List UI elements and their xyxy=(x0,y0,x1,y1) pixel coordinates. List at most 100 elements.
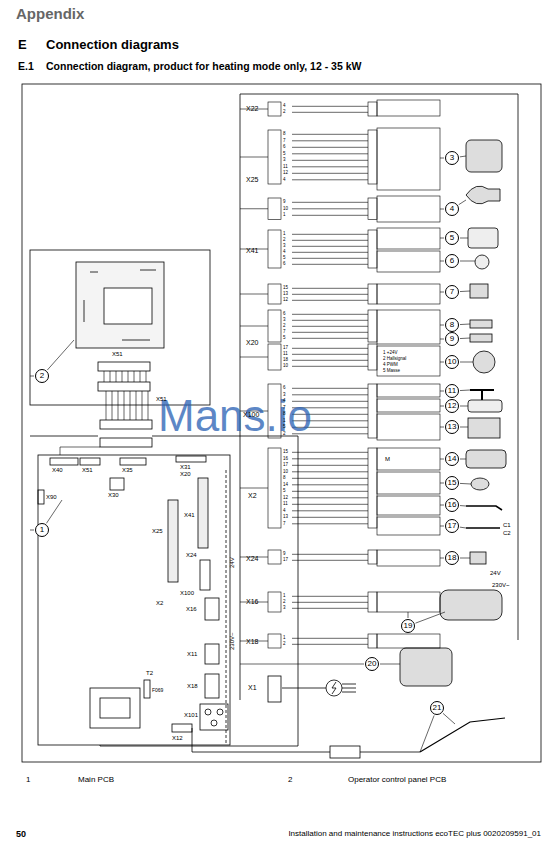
footer-text: Installation and maintenance instruction… xyxy=(288,830,541,838)
pin-number: 3 xyxy=(283,244,286,249)
ribbon-strand xyxy=(104,371,105,382)
connector-name: X24 xyxy=(186,552,197,558)
wire xyxy=(292,166,368,167)
harness-group xyxy=(377,414,440,440)
callout-circle: 8 xyxy=(445,318,459,332)
ribbon-plug xyxy=(100,420,152,429)
wire xyxy=(292,179,368,180)
callout-number: 13 xyxy=(448,423,457,431)
pin-number: 16 xyxy=(283,457,288,462)
connector-name: X100 xyxy=(243,411,259,418)
pcb-connector xyxy=(120,458,146,465)
pin-number: 5 xyxy=(283,489,286,494)
wire xyxy=(292,234,368,235)
pcb-connector xyxy=(205,598,219,620)
connector-plug xyxy=(268,102,281,116)
harness-group xyxy=(377,384,440,397)
leader-line xyxy=(460,459,466,460)
voltage-label: 230V~ xyxy=(229,632,235,650)
connector-name: X31 xyxy=(180,464,191,470)
relay xyxy=(470,284,488,298)
wire xyxy=(292,338,368,339)
mains-terminal xyxy=(200,704,228,730)
pin-number: 7 xyxy=(283,139,286,144)
feed-line xyxy=(440,238,444,239)
pin-number: 14 xyxy=(283,483,288,488)
sensor xyxy=(470,320,492,328)
figure-number: E.1 xyxy=(18,61,34,72)
wire xyxy=(292,458,368,459)
wire xyxy=(292,388,368,389)
sensor-tag: C2 xyxy=(503,530,511,536)
ribbon-strand xyxy=(128,371,129,382)
ribbon-strand xyxy=(140,371,141,382)
pin-number: 1 xyxy=(283,232,286,237)
pin-number: 11 xyxy=(283,352,288,357)
sensor-cable xyxy=(466,506,502,510)
heating-pump xyxy=(440,590,502,620)
connector-plug xyxy=(268,310,281,342)
wire xyxy=(292,504,368,505)
connector-name: X35 xyxy=(122,467,133,473)
page-number: 50 xyxy=(16,830,26,839)
pin-number: 3 xyxy=(283,393,286,398)
connector-plug xyxy=(368,310,377,342)
key-text: Operator control panel PCB xyxy=(348,776,446,784)
pin-number: 6 xyxy=(283,312,286,317)
connector-name: X1 xyxy=(248,684,257,691)
callout-circle: 4 xyxy=(445,202,459,216)
wire xyxy=(292,348,368,349)
callout-circle: 12 xyxy=(445,399,459,413)
harness-group xyxy=(377,251,440,272)
lightning-symbol xyxy=(332,682,336,694)
wire xyxy=(292,252,368,253)
feed-line xyxy=(420,715,434,752)
callout-circle: 21 xyxy=(430,701,444,715)
connector-name: X51 xyxy=(156,396,167,402)
pin-number: 11 xyxy=(283,502,288,507)
wire xyxy=(292,471,368,472)
wire xyxy=(292,314,368,315)
fan-pin-name: 4 PWM xyxy=(383,363,398,368)
fan-pin-name: 2 Hallsignal xyxy=(383,357,406,362)
harness-group xyxy=(377,496,440,515)
connector-plug xyxy=(268,198,281,220)
wire xyxy=(292,478,368,479)
mains-symbol xyxy=(326,680,342,696)
callout-circle: 17 xyxy=(445,519,459,533)
callout-number: 18 xyxy=(448,554,457,562)
voltage-divider-line xyxy=(226,470,227,745)
wire xyxy=(292,320,368,321)
pcb-connector xyxy=(172,724,192,732)
feed-line xyxy=(440,292,444,293)
callout-circle: 3 xyxy=(445,151,459,165)
pin-number: 8 xyxy=(283,476,286,481)
wire xyxy=(292,240,368,241)
pin-number: 17 xyxy=(283,346,288,351)
wire xyxy=(292,326,368,327)
pin-number: 2 xyxy=(283,432,286,437)
wire xyxy=(292,140,368,141)
callout-number: 15 xyxy=(448,479,457,487)
connector-name: X41 xyxy=(246,247,258,254)
diagram-frame xyxy=(22,84,541,762)
wire xyxy=(292,452,368,453)
callout-circle: 9 xyxy=(445,332,459,346)
pin-number: 6 xyxy=(283,386,286,391)
connector-plug xyxy=(368,384,377,438)
connector-plug xyxy=(368,230,377,268)
ribbon-strand xyxy=(110,371,111,382)
connector-name: X30 xyxy=(108,492,119,498)
feed-line xyxy=(440,362,444,363)
ignition-electrode xyxy=(420,718,505,752)
transformer-core xyxy=(100,698,130,718)
diverter-valve xyxy=(466,450,506,468)
pin-number: 9 xyxy=(283,552,286,557)
connector-name: X25 xyxy=(152,528,163,534)
fan-pin-name: 5 Masse xyxy=(383,369,400,374)
harness-group xyxy=(377,310,440,344)
connector-name: X100 xyxy=(180,590,194,596)
callout-number: 19 xyxy=(404,622,413,630)
connector-plug xyxy=(368,284,377,304)
leader-line xyxy=(415,612,445,623)
